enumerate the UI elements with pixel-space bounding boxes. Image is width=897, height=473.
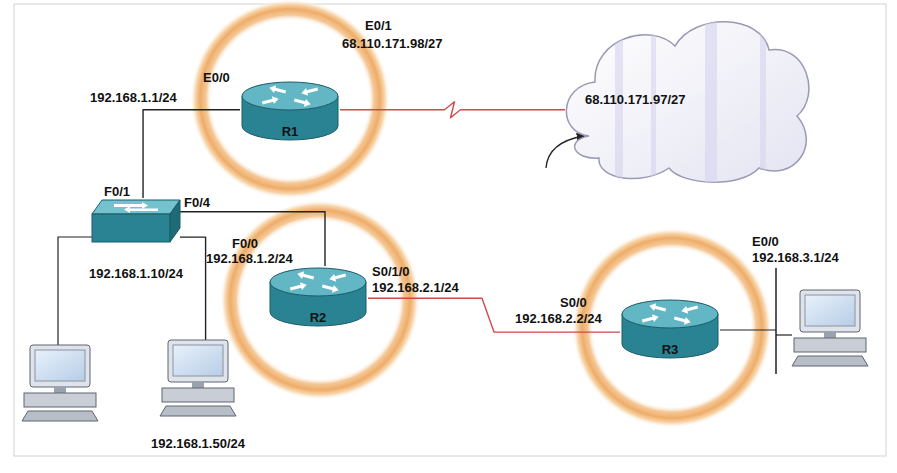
- ethernet-wire: [58, 237, 92, 345]
- label-slot: 192.168.1.2/24: [206, 249, 293, 267]
- router-node: R1: [240, 80, 340, 142]
- router-halo: [572, 228, 772, 428]
- interface-name: E0/1: [365, 18, 392, 33]
- pc-node-graphic: [160, 340, 236, 416]
- interface-name: S0/0: [560, 295, 587, 310]
- ethernet-wire: [776, 334, 792, 335]
- router-node-graphic: [242, 82, 338, 140]
- ip-address: 192.168.1.10/24: [89, 266, 183, 281]
- switch-node: 192.168.1.10/24: [92, 198, 180, 244]
- label-slot: 192.168.3.1/24: [752, 248, 839, 266]
- ip-address: 68.110.171.97/27: [585, 92, 686, 107]
- label-slot: S0/0: [560, 293, 587, 311]
- label-slot: E0/1: [365, 16, 392, 34]
- ip-address: 68.110.171.98/27: [342, 36, 443, 51]
- interface-name: F0/0: [232, 236, 258, 251]
- label-slot: 192.168.2.2/24: [515, 309, 602, 327]
- pc-node-shape: [160, 340, 236, 418]
- ip-address: 192.168.3.1/24: [752, 250, 839, 265]
- pc-node: 192.168.1.50/24: [160, 340, 236, 418]
- label-slot: 68.110.171.98/27: [342, 34, 443, 52]
- internet-cloud-graphic: [566, 8, 808, 188]
- interface-name: E0/0: [203, 70, 230, 85]
- interface-name: S0/1/0: [372, 264, 410, 279]
- interface-name: E0/0: [752, 234, 779, 249]
- ip-address: 192.168.1.50/24: [151, 436, 245, 451]
- label-slot: F0/0: [232, 234, 258, 252]
- router-name: R3: [662, 342, 679, 357]
- ip-address: 192.168.1.1/24: [90, 90, 177, 105]
- label-slot: 192.168.2.1/24: [372, 278, 459, 296]
- label-slot: E0/0: [752, 232, 779, 250]
- router-node: R2: [268, 266, 368, 328]
- router-halo: [220, 200, 420, 400]
- label-slot: 192.168.1.1/24: [90, 88, 177, 106]
- router-halo: [190, 0, 390, 199]
- ip-address: 192.168.2.2/24: [515, 311, 602, 326]
- router-node-graphic: [270, 268, 366, 326]
- router-name: R2: [310, 310, 327, 325]
- switch-node-graphic: [92, 200, 180, 242]
- pc-icon: [22, 345, 98, 421]
- ethernet-wire: [720, 329, 776, 330]
- ethernet-link: [143, 110, 240, 198]
- lan-segment: [775, 268, 777, 374]
- label-slot: F0/4: [184, 193, 210, 211]
- ethernet-link: [180, 237, 206, 340]
- label-slot: S0/1/0: [372, 262, 410, 280]
- internet-cloud: 68.110.171.97/27: [555, 8, 817, 186]
- label-slot: F0/1: [104, 182, 130, 200]
- router-node-graphic: [622, 300, 718, 358]
- interface-name: F0/1: [104, 184, 130, 199]
- ip-address: 192.168.2.1/24: [372, 280, 459, 295]
- switch-node-shape: [92, 198, 180, 244]
- ethernet-link: [180, 212, 325, 266]
- router-node: R3: [620, 298, 720, 360]
- router-name: R1: [282, 124, 299, 139]
- label-slot: E0/0: [203, 68, 230, 86]
- pc-icon: [792, 290, 868, 366]
- frame: [14, 4, 886, 456]
- serial-link: [340, 102, 565, 118]
- interface-name: F0/4: [184, 195, 210, 210]
- ip-address: 192.168.1.2/24: [206, 251, 293, 266]
